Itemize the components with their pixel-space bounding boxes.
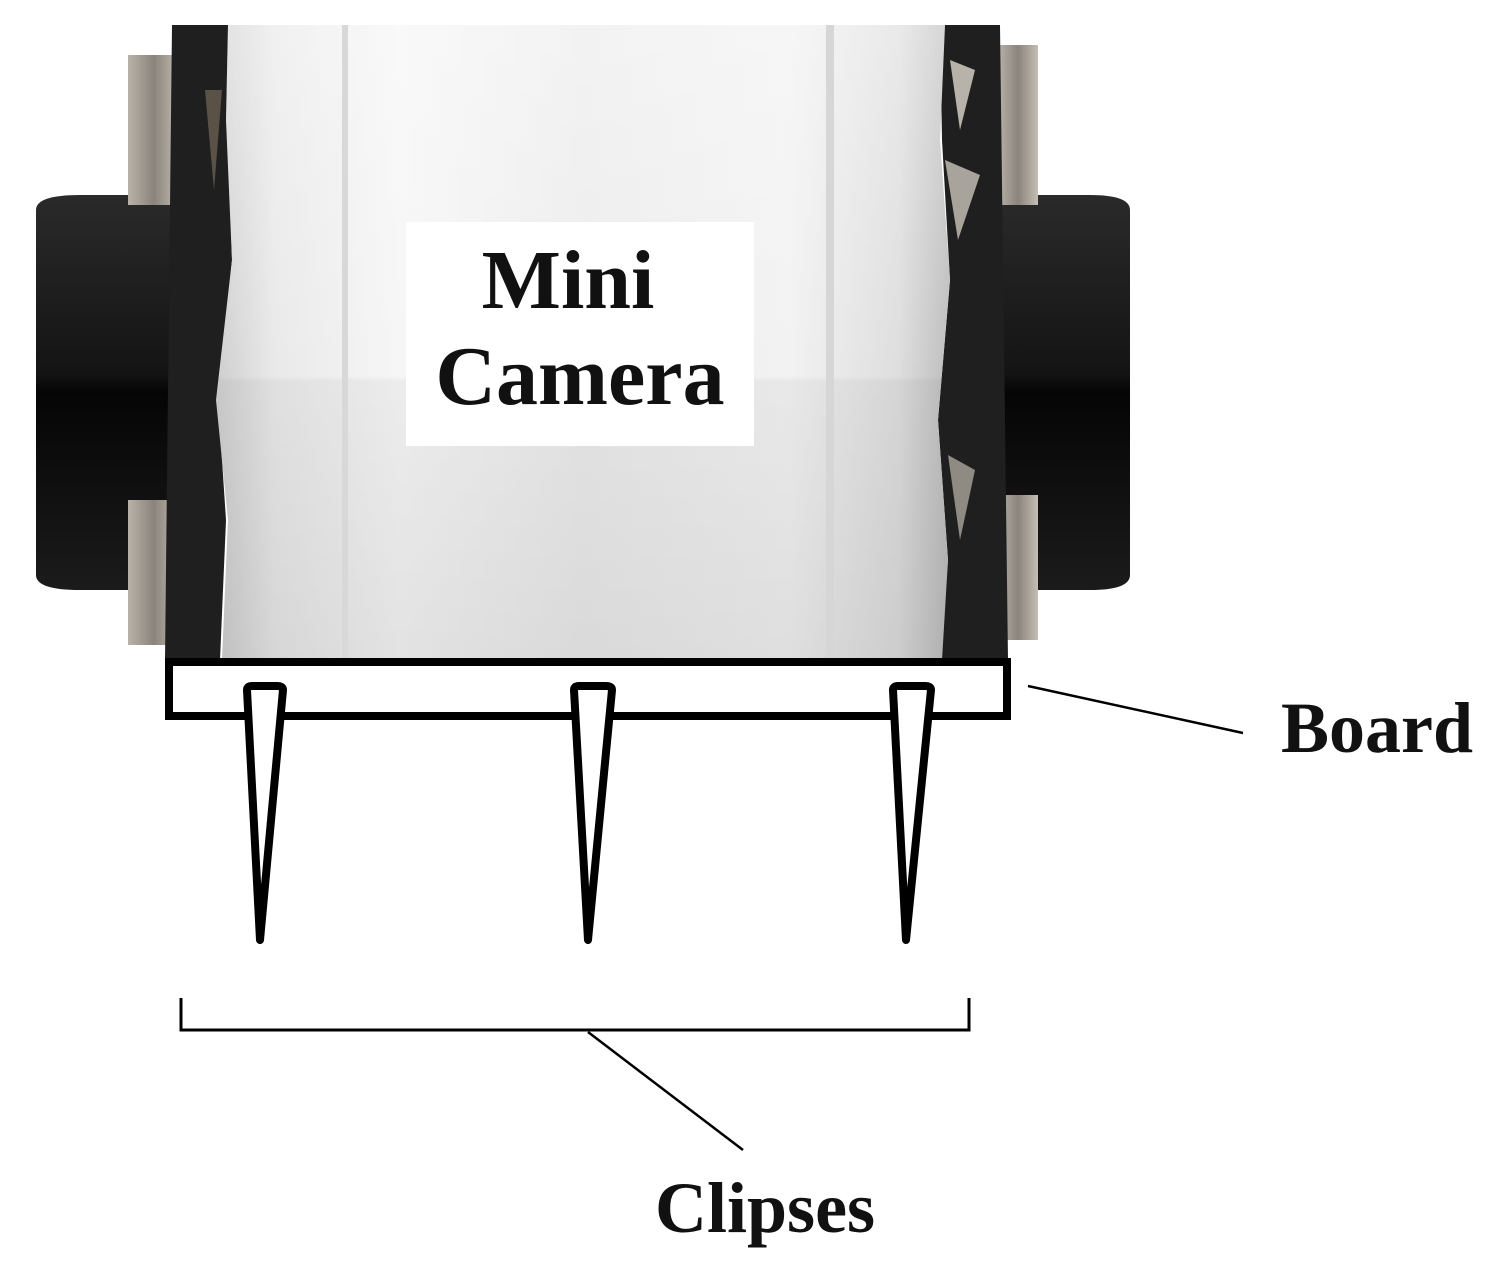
clips-group (243, 682, 935, 944)
clip-2 (570, 682, 616, 944)
right-top-tab (998, 45, 1038, 205)
clips-leader-line (587, 1031, 744, 1151)
board-leader-line (1027, 684, 1244, 735)
clips-bracket (179, 998, 971, 1032)
clip-1 (243, 682, 287, 944)
left-rim (165, 25, 240, 660)
right-rim (938, 25, 1008, 660)
right-side-cylinder (1000, 195, 1130, 590)
camera-label-line1: Mini (482, 234, 655, 327)
board-label: Board (1281, 688, 1473, 768)
camera-label-box (406, 222, 754, 446)
clip-3 (889, 682, 935, 944)
left-side-cylinder (36, 195, 175, 590)
clips-label: Clipses (655, 1168, 875, 1248)
camera-label-line2: Camera (435, 330, 724, 423)
